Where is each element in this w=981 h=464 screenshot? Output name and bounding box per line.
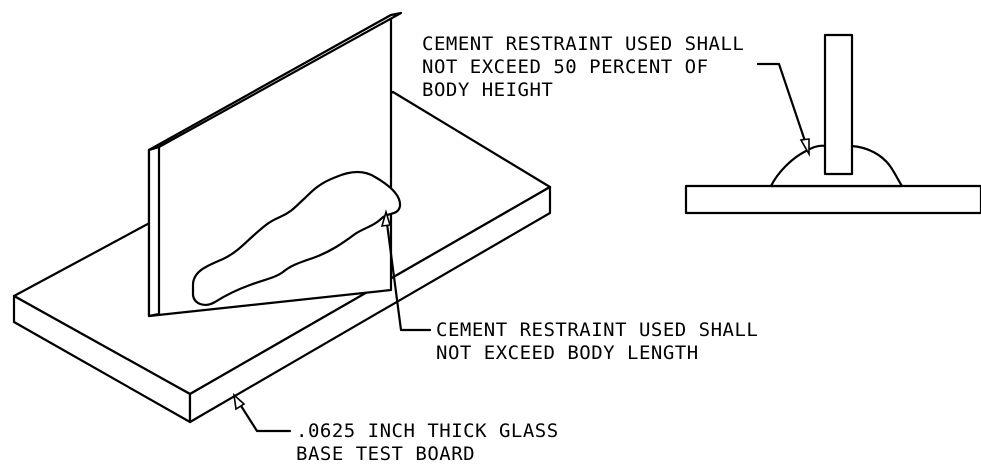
- note-height-line1: CEMENT RESTRAINT USED SHALL: [422, 33, 744, 55]
- side-section-view: [684, 33, 981, 215]
- note-height-line2: NOT EXCEED 50 PERCENT OF: [422, 56, 709, 78]
- note-restraint-height: CEMENT RESTRAINT USED SHALL NOT EXCEED 5…: [422, 33, 744, 101]
- board-right-edge: [188, 185, 552, 424]
- section-body: [823, 33, 854, 176]
- leader-height-line: [756, 62, 810, 152]
- note-length-line1: CEMENT RESTRAINT USED SHALL: [436, 319, 758, 341]
- note-restraint-length: CEMENT RESTRAINT USED SHALL NOT EXCEED B…: [436, 319, 758, 364]
- body-thickness-left: [147, 145, 161, 318]
- leader-length-line: [384, 214, 432, 332]
- note-board-line2: BASE TEST BOARD: [296, 443, 475, 464]
- note-length-line2: NOT EXCEED BODY LENGTH: [436, 342, 699, 364]
- cement-restraint-bead: [191, 171, 402, 306]
- leader-height-arrowhead: [799, 138, 810, 158]
- note-board: .0625 INCH THICK GLASS BASE TEST BOARD: [296, 420, 559, 464]
- leader-board-arrowhead: [232, 392, 246, 411]
- leader-board-line: [234, 396, 292, 433]
- leader-board: [232, 392, 292, 433]
- note-board-line1: .0625 INCH THICK GLASS: [296, 420, 559, 442]
- body-thickness-top: [147, 11, 403, 152]
- note-height-line3: BODY HEIGHT: [422, 79, 553, 101]
- section-board: [684, 184, 981, 215]
- leader-length: [380, 209, 432, 332]
- leader-length-arrowhead: [380, 209, 392, 227]
